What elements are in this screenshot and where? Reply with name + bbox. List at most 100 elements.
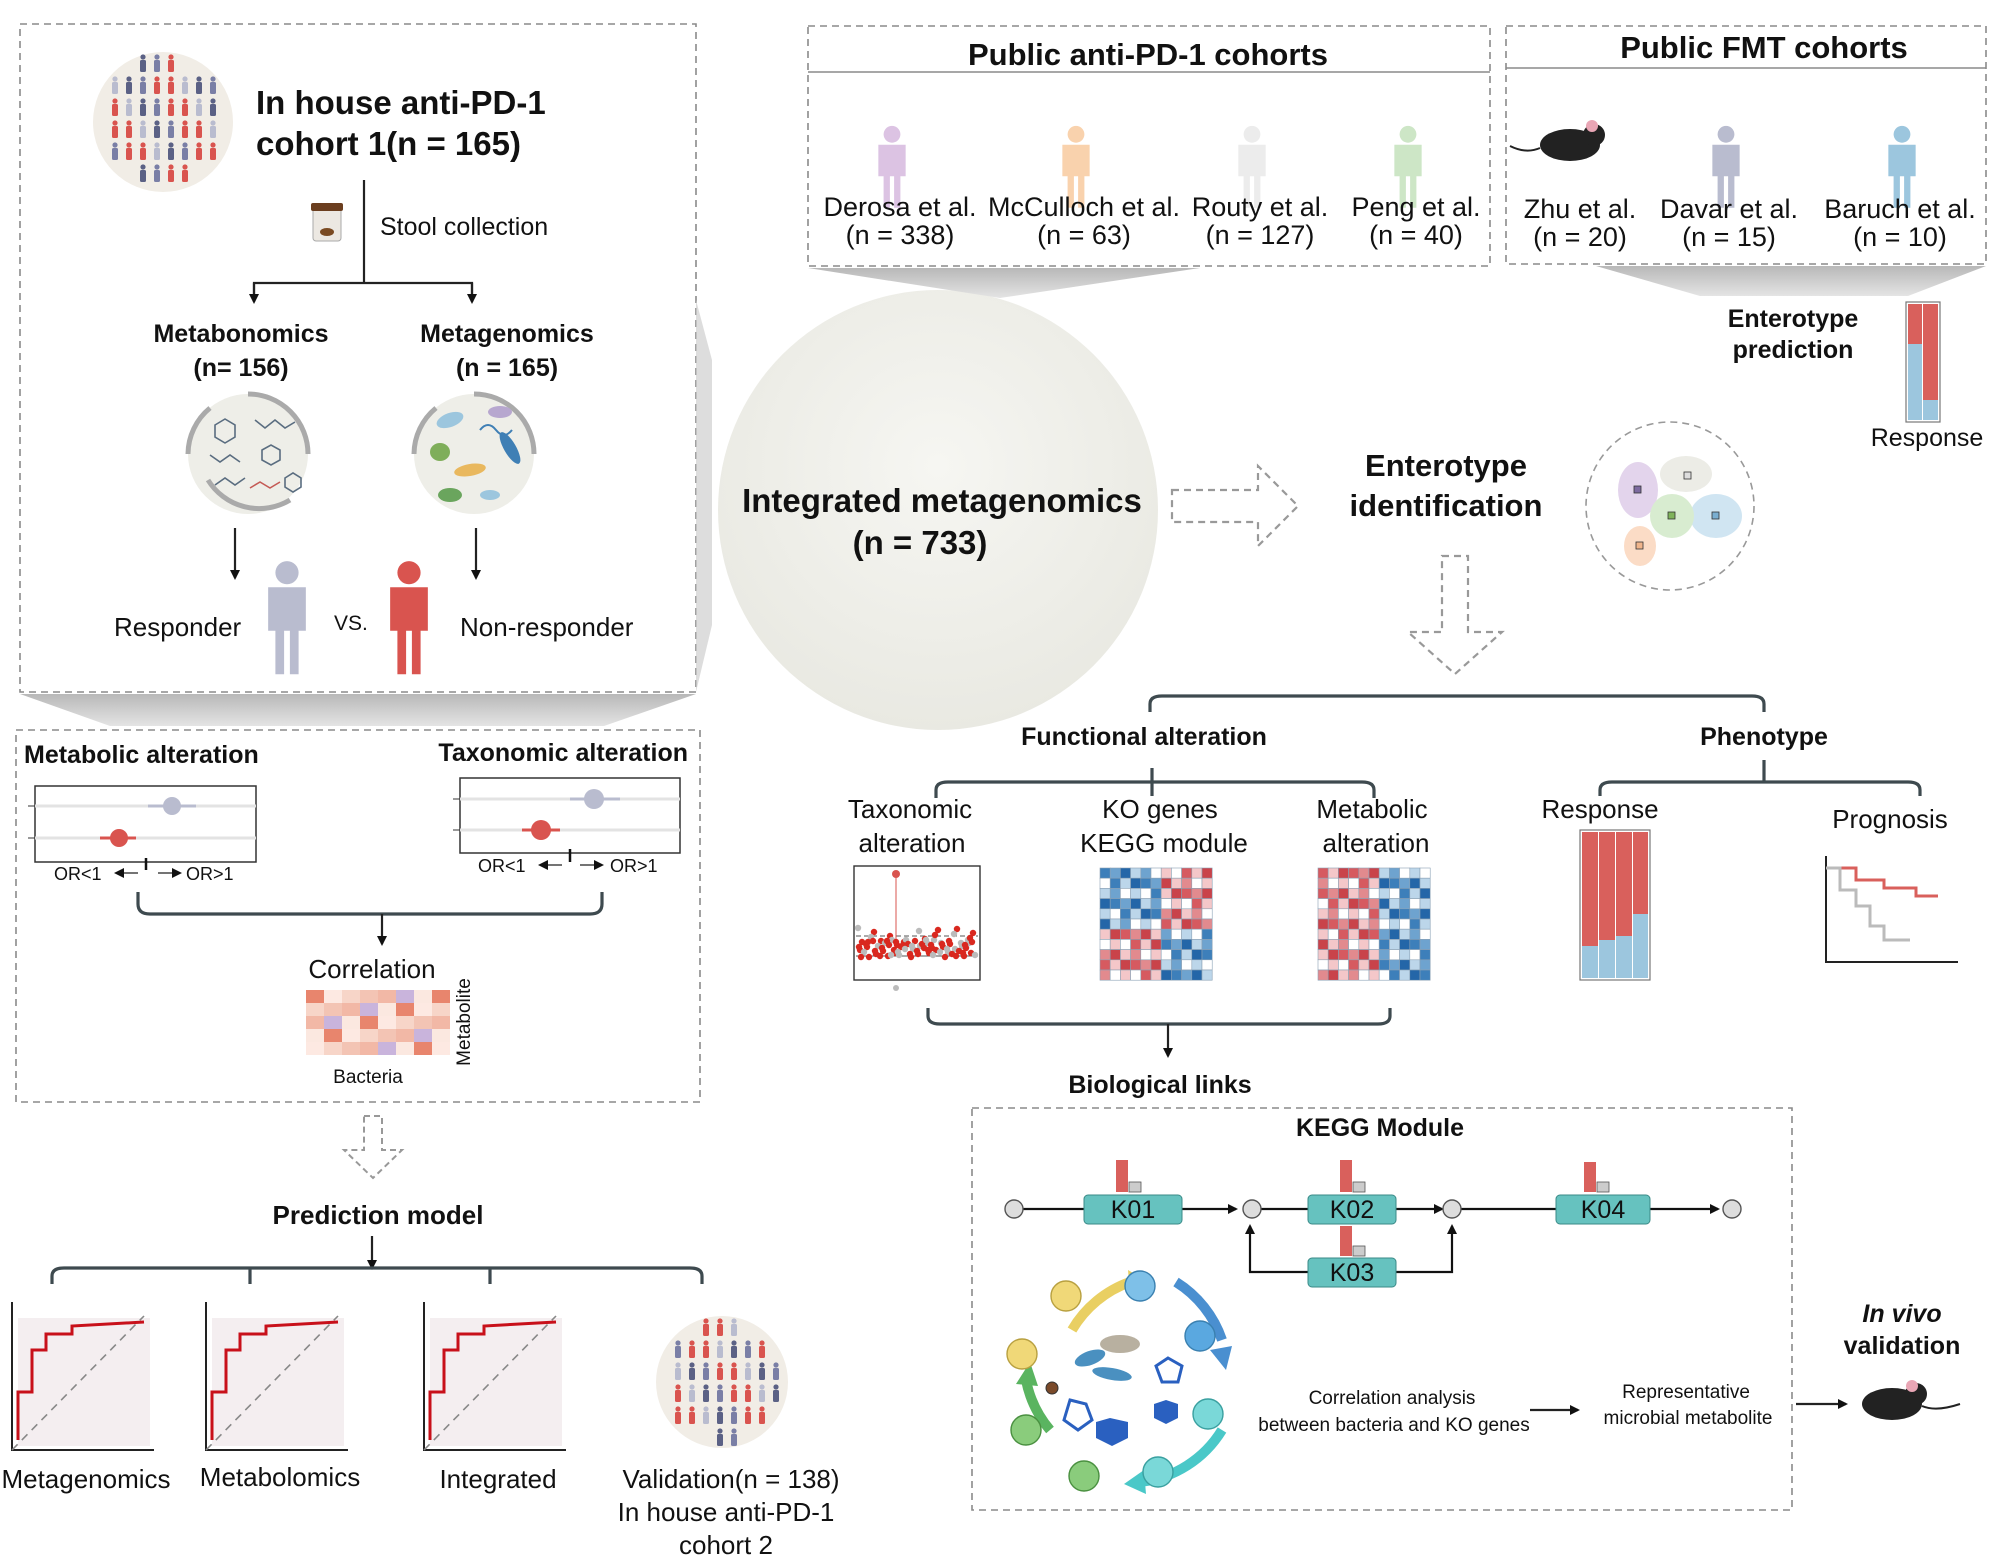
cohort-people-icon (93, 52, 233, 192)
enterotype-identification-line1: Enterotype (1365, 448, 1527, 483)
pd1-cohort-name: McCulloch et al. (988, 192, 1180, 222)
roc-curve-2 (423, 1302, 566, 1451)
metabonomics-label: Metabonomics (153, 320, 328, 348)
prediction-brace (50, 1266, 704, 1284)
pd1-cohort-n: (n = 127) (1206, 220, 1315, 250)
metabolic-heatmap (1317, 867, 1431, 981)
public-fmt-title: Public FMT cohorts (1620, 30, 1908, 65)
svg-text:K03: K03 (1330, 1259, 1374, 1287)
metabolic-or-gt: OR>1 (186, 864, 234, 884)
alteration-panel-border (15, 729, 701, 1103)
prognosis-km-plot (1825, 856, 1958, 963)
prediction-model-section: Prediction model Metagenomics Metabolomi… (1, 1200, 839, 1560)
bacteria-dish-icon (411, 391, 537, 514)
pd1-cohort-name: Peng et al. (1351, 192, 1480, 222)
phenotype-response-bars (1579, 829, 1651, 981)
non-responder-label: Non-responder (460, 612, 634, 642)
pd1-cohort-0: Derosa et al.(n = 338) (823, 125, 977, 250)
metabolite-line1: Representative (1622, 1382, 1750, 1403)
left-funnel (20, 694, 696, 726)
model-metabolomics-label: Metabolomics (200, 1462, 360, 1492)
pd1-cohort-1: McCulloch et al.(n = 63) (988, 125, 1180, 250)
model-integrated-label: Integrated (439, 1464, 556, 1494)
fmt-mouse-icon (1509, 120, 1605, 161)
ko-node-k02: K02 (1307, 1160, 1397, 1225)
fmt-response-bars (1905, 301, 1941, 423)
baruch-n: (n = 10) (1853, 222, 1947, 252)
ko-node-k01: K01 (1083, 1160, 1183, 1225)
functional-taxonomic-line1: Taxonomic (848, 794, 972, 824)
davar-n: (n = 15) (1682, 222, 1776, 252)
bacteria-label: Bacteria (333, 1067, 403, 1088)
metagenomics-label: Metagenomics (420, 320, 594, 348)
taxonomic-or-gt: OR>1 (610, 856, 658, 876)
metagenomics-n: (n = 165) (456, 354, 558, 382)
validation-line3: cohort 2 (679, 1530, 773, 1560)
enterotype-prediction-line1: Enterotype (1728, 305, 1859, 333)
kegg-panel-border (971, 1107, 1793, 1511)
metabolite-label: Metabolite (454, 978, 475, 1066)
prediction-dashed-arrow (341, 1115, 405, 1180)
pd1-cohort-3: Peng et al.(n = 40) (1351, 125, 1481, 250)
kegg-module-panel: KEGG Module K01 K02 K03 (971, 1107, 1793, 1511)
correlation-analysis-line2: between bacteria and KO genes (1258, 1415, 1529, 1436)
public-pd1-border (807, 25, 1491, 267)
model-metagenomics-label: Metagenomics (1, 1464, 170, 1494)
phenotype-title: Phenotype (1700, 723, 1828, 751)
metabonomics-n: (n= 156) (193, 354, 288, 382)
functional-title: Functional alteration (1021, 723, 1267, 751)
vs-label: VS. (334, 612, 368, 635)
top-brace (1148, 694, 1766, 712)
metabolism-cycle-icon (1006, 1270, 1232, 1494)
functional-metabolic-line1: Metabolic (1316, 794, 1427, 824)
stool-jar-icon (311, 203, 343, 242)
taxonomic-manhattan-plot (853, 865, 981, 991)
svg-text:K02: K02 (1330, 1196, 1374, 1224)
pd1-cohort-n: (n = 63) (1037, 220, 1131, 250)
integrated-metagenomics-sphere: Integrated metagenomics (n = 733) (718, 290, 1158, 730)
non-responder-person-icon (390, 561, 428, 675)
ko-node-k04: K04 (1555, 1162, 1651, 1225)
alteration-panel: Metabolic alteration Taxonomic alteratio… (15, 729, 701, 1103)
prediction-title: Prediction model (273, 1200, 484, 1230)
integrated-line1: Integrated metagenomics (742, 482, 1142, 519)
correlation-label: Correlation (308, 954, 435, 984)
pd1-cohort-n: (n = 40) (1369, 220, 1463, 250)
metabolite-line2: microbial metabolite (1604, 1408, 1773, 1429)
svg-text:K01: K01 (1111, 1196, 1155, 1224)
integrated-line2: (n = 733) (853, 524, 988, 561)
functional-taxonomic-line2: alteration (859, 828, 966, 858)
cohort1-title-line1: In house anti-PD-1 (256, 84, 546, 121)
taxonomic-or-lt: OR<1 (478, 856, 526, 876)
pd1-cohort-name: Derosa et al. (823, 192, 976, 222)
pd1-cohort-2: Routy et al.(n = 127) (1192, 125, 1328, 250)
split-bracket (252, 281, 474, 300)
functional-ko-line1: KO genes (1102, 794, 1218, 824)
phenotype-brace (1598, 780, 1922, 796)
enterotype-dashed-arrow (1170, 463, 1300, 549)
alteration-brace (136, 892, 604, 916)
enterotype-cluster-icon (1585, 421, 1755, 591)
correlation-heatmap (306, 990, 450, 1055)
public-fmt-panel: Public FMT cohorts Zhu et al. (n = 20) D… (1505, 25, 1987, 265)
public-pd1-panel: Public anti-PD-1 cohorts Derosa et al.(n… (807, 25, 1491, 267)
fmt-funnel (1596, 266, 1986, 296)
functional-metabolic-line2: alteration (1323, 828, 1430, 858)
roc-curve-1 (205, 1302, 348, 1451)
phenotype-prognosis-label: Prognosis (1832, 804, 1948, 834)
metabolic-alteration-title: Metabolic alteration (24, 741, 259, 769)
davar-name: Davar et al. (1660, 194, 1798, 224)
left-side-shadow (696, 300, 712, 692)
metabolic-or-lt: OR<1 (54, 864, 102, 884)
zhu-n: (n = 20) (1533, 222, 1627, 252)
correlation-analysis-line1: Correlation analysis (1309, 1388, 1476, 1409)
stool-collection-label: Stool collection (380, 213, 548, 241)
responder-person-icon (268, 561, 306, 675)
svg-text:K04: K04 (1581, 1196, 1626, 1224)
kegg-module-title: KEGG Module (1296, 1114, 1464, 1142)
pd1-funnel (808, 268, 1200, 298)
functional-dashed-arrow (1405, 554, 1505, 676)
validation-line1: Validation(n = 138) (622, 1464, 839, 1494)
pd1-cohort-n: (n = 338) (846, 220, 955, 250)
